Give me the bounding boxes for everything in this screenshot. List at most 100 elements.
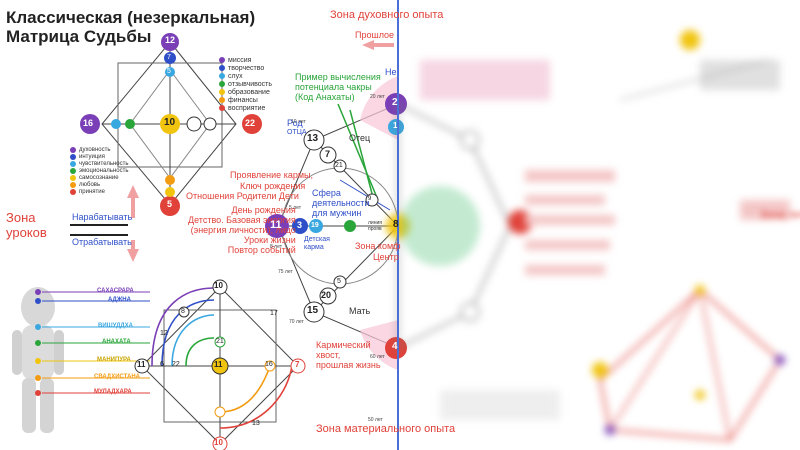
karmic-tail-line3: прошлая жизнь: [316, 360, 381, 370]
sphere-label: Сфера деятельности для мужчин: [312, 188, 369, 218]
chakra-matrix-top-label: 10: [214, 281, 223, 290]
legend-top-item: восприятие: [228, 105, 266, 112]
top-matrix-node-inner-top2: [165, 67, 175, 77]
age-tick: 75 лет: [278, 269, 293, 275]
chakra-dots: [35, 289, 41, 396]
age-label-7: 7: [325, 149, 331, 159]
age-tick: 70 лет: [289, 319, 304, 325]
repeat-line: Повтор событий: [227, 245, 296, 255]
age-node-11: [265, 214, 289, 238]
age-label-1: 1: [393, 121, 398, 130]
legend-top-item: отзывчивость: [228, 81, 273, 88]
top-matrix-node-center: [160, 114, 180, 134]
age-label-11: 11: [270, 219, 282, 231]
chakra-label-muladhara: МУЛАДХАРА: [94, 389, 132, 395]
chakra-matrix-21-label: 21: [216, 338, 224, 345]
age-label-13: 13: [307, 133, 319, 144]
karmic-tail-label: Кармический хвост, прошлая жизнь: [316, 340, 381, 370]
arrow-past-label: Прошлое: [355, 30, 395, 40]
example-line2: потенциала чакры: [295, 82, 372, 92]
zone-spirit: Зона духовного опыта: [330, 9, 444, 21]
age-node-20: [319, 287, 337, 305]
legend-left-item: эмоциональность: [79, 168, 129, 174]
top-matrix-top-label: 12: [165, 35, 176, 45]
zone-lessons: Зона уроков: [6, 210, 47, 240]
legend-left: духовность интуиция чувствительность эмо…: [79, 147, 129, 196]
chakra-node-center: [211, 357, 229, 375]
age-node-7: [319, 146, 337, 164]
karma-line1: Проявление кармы,: [230, 170, 313, 180]
age-label-4: 4: [392, 341, 398, 352]
karma-label: Проявление кармы, Ключ рождения: [230, 170, 313, 192]
personal-line: (энергия личности), лицо: [190, 225, 296, 235]
zone-personality: Зона личности: [760, 209, 800, 221]
age-tick: 8 лет: [270, 244, 282, 250]
chakra-matrix-8-label: 8: [181, 308, 185, 315]
age-tick: 50 лет: [368, 417, 383, 423]
age-matrix-pink-sector-bottom: [360, 320, 398, 370]
age-node-21: [333, 159, 347, 173]
kin-label: Род ОТЦА: [287, 118, 307, 138]
chakra-matrix-bottom-label: 10: [214, 438, 223, 447]
top-matrix-left-label: 16: [83, 118, 94, 128]
chakra-matrix-22-label: 22: [172, 361, 180, 368]
birthday-line: День рождения: [231, 205, 296, 215]
top-matrix-node-inner-right2: [203, 117, 217, 131]
mother-label: Мать: [349, 306, 371, 316]
comfort-line2: Центр: [373, 252, 399, 262]
top-matrix-bottom-label: 5: [167, 199, 173, 209]
chakra-matrix-center-label: 11: [214, 360, 223, 369]
child-karma-label: Детская карма: [304, 236, 330, 252]
childhood-line: Детство. Базовая энергия: [188, 215, 296, 225]
age-node-13: [303, 129, 325, 151]
child-karma-line1: Детская: [304, 236, 330, 243]
sphere-line3: для мужчин: [312, 208, 362, 218]
age-tick: 10 лет: [291, 119, 306, 125]
age-node-3: [292, 218, 308, 234]
chakra-matrix-left-label: 11: [137, 360, 146, 369]
zone-material: Зона материального опыта: [316, 423, 456, 435]
example-line3: (Код Анахаты): [295, 92, 355, 102]
zone-lessons-line2: уроков: [6, 225, 47, 240]
example-arrows: [337, 103, 379, 206]
chakra-matrix-16-label: 16: [265, 361, 273, 368]
child-karma-line2: карма: [304, 244, 324, 251]
legend-left-item: духовность: [79, 147, 111, 153]
age-tick: 60 лет: [370, 354, 385, 360]
karmic-tail-line1: Кармический: [316, 340, 371, 350]
age-node-4: [385, 337, 407, 359]
legend-left-item: любовь: [79, 182, 101, 188]
top-matrix-right-label: 22: [245, 118, 256, 128]
kin-line1: Род: [287, 118, 303, 128]
age-label-19: 19: [311, 222, 319, 229]
chakra-label-anahata: АНАХАТА: [102, 339, 131, 345]
chakra-label-manipura: МАНИПУРА: [97, 357, 131, 363]
age-node-5: [344, 220, 356, 232]
chakra-lines: [42, 291, 150, 394]
top-matrix-center-label: 10: [164, 117, 176, 128]
age-label-2: 2: [392, 97, 398, 108]
age-node-5b: [333, 275, 347, 289]
dollar-line: [339, 179, 391, 211]
legend-left-item: самосознание: [79, 175, 119, 181]
comfort-line1: Зона комф: [355, 241, 401, 251]
legend-top-item: слух: [228, 73, 243, 80]
legend-top-item: творчество: [228, 65, 265, 72]
chakra-label-vishuddha: ВИШУДДХА: [98, 323, 133, 329]
chakra-label-ajna: АДЖНА: [108, 297, 131, 303]
age-label-15: 15: [307, 305, 319, 316]
chakra-matrix-17-label: 17: [270, 310, 278, 317]
chakra-node-right: [290, 358, 306, 374]
father-label: Отец: [349, 133, 371, 143]
age-tick: 20 лет: [370, 94, 385, 100]
age-label-5: 5: [337, 278, 341, 285]
chakra-node-8: [178, 306, 190, 318]
age-label-9: 9: [368, 196, 372, 202]
ne-label: Не: [385, 67, 397, 77]
top-matrix-node-inner-top: [164, 52, 176, 64]
chakra-matrix-6-label: 6: [160, 361, 164, 368]
top-matrix-node-inner-left2: [125, 119, 135, 129]
line-money-label: линия прояв: [368, 220, 382, 232]
arrow-release-label: Отрабатывать: [72, 237, 132, 247]
top-matrix-node-inner-bottom: [165, 175, 175, 185]
